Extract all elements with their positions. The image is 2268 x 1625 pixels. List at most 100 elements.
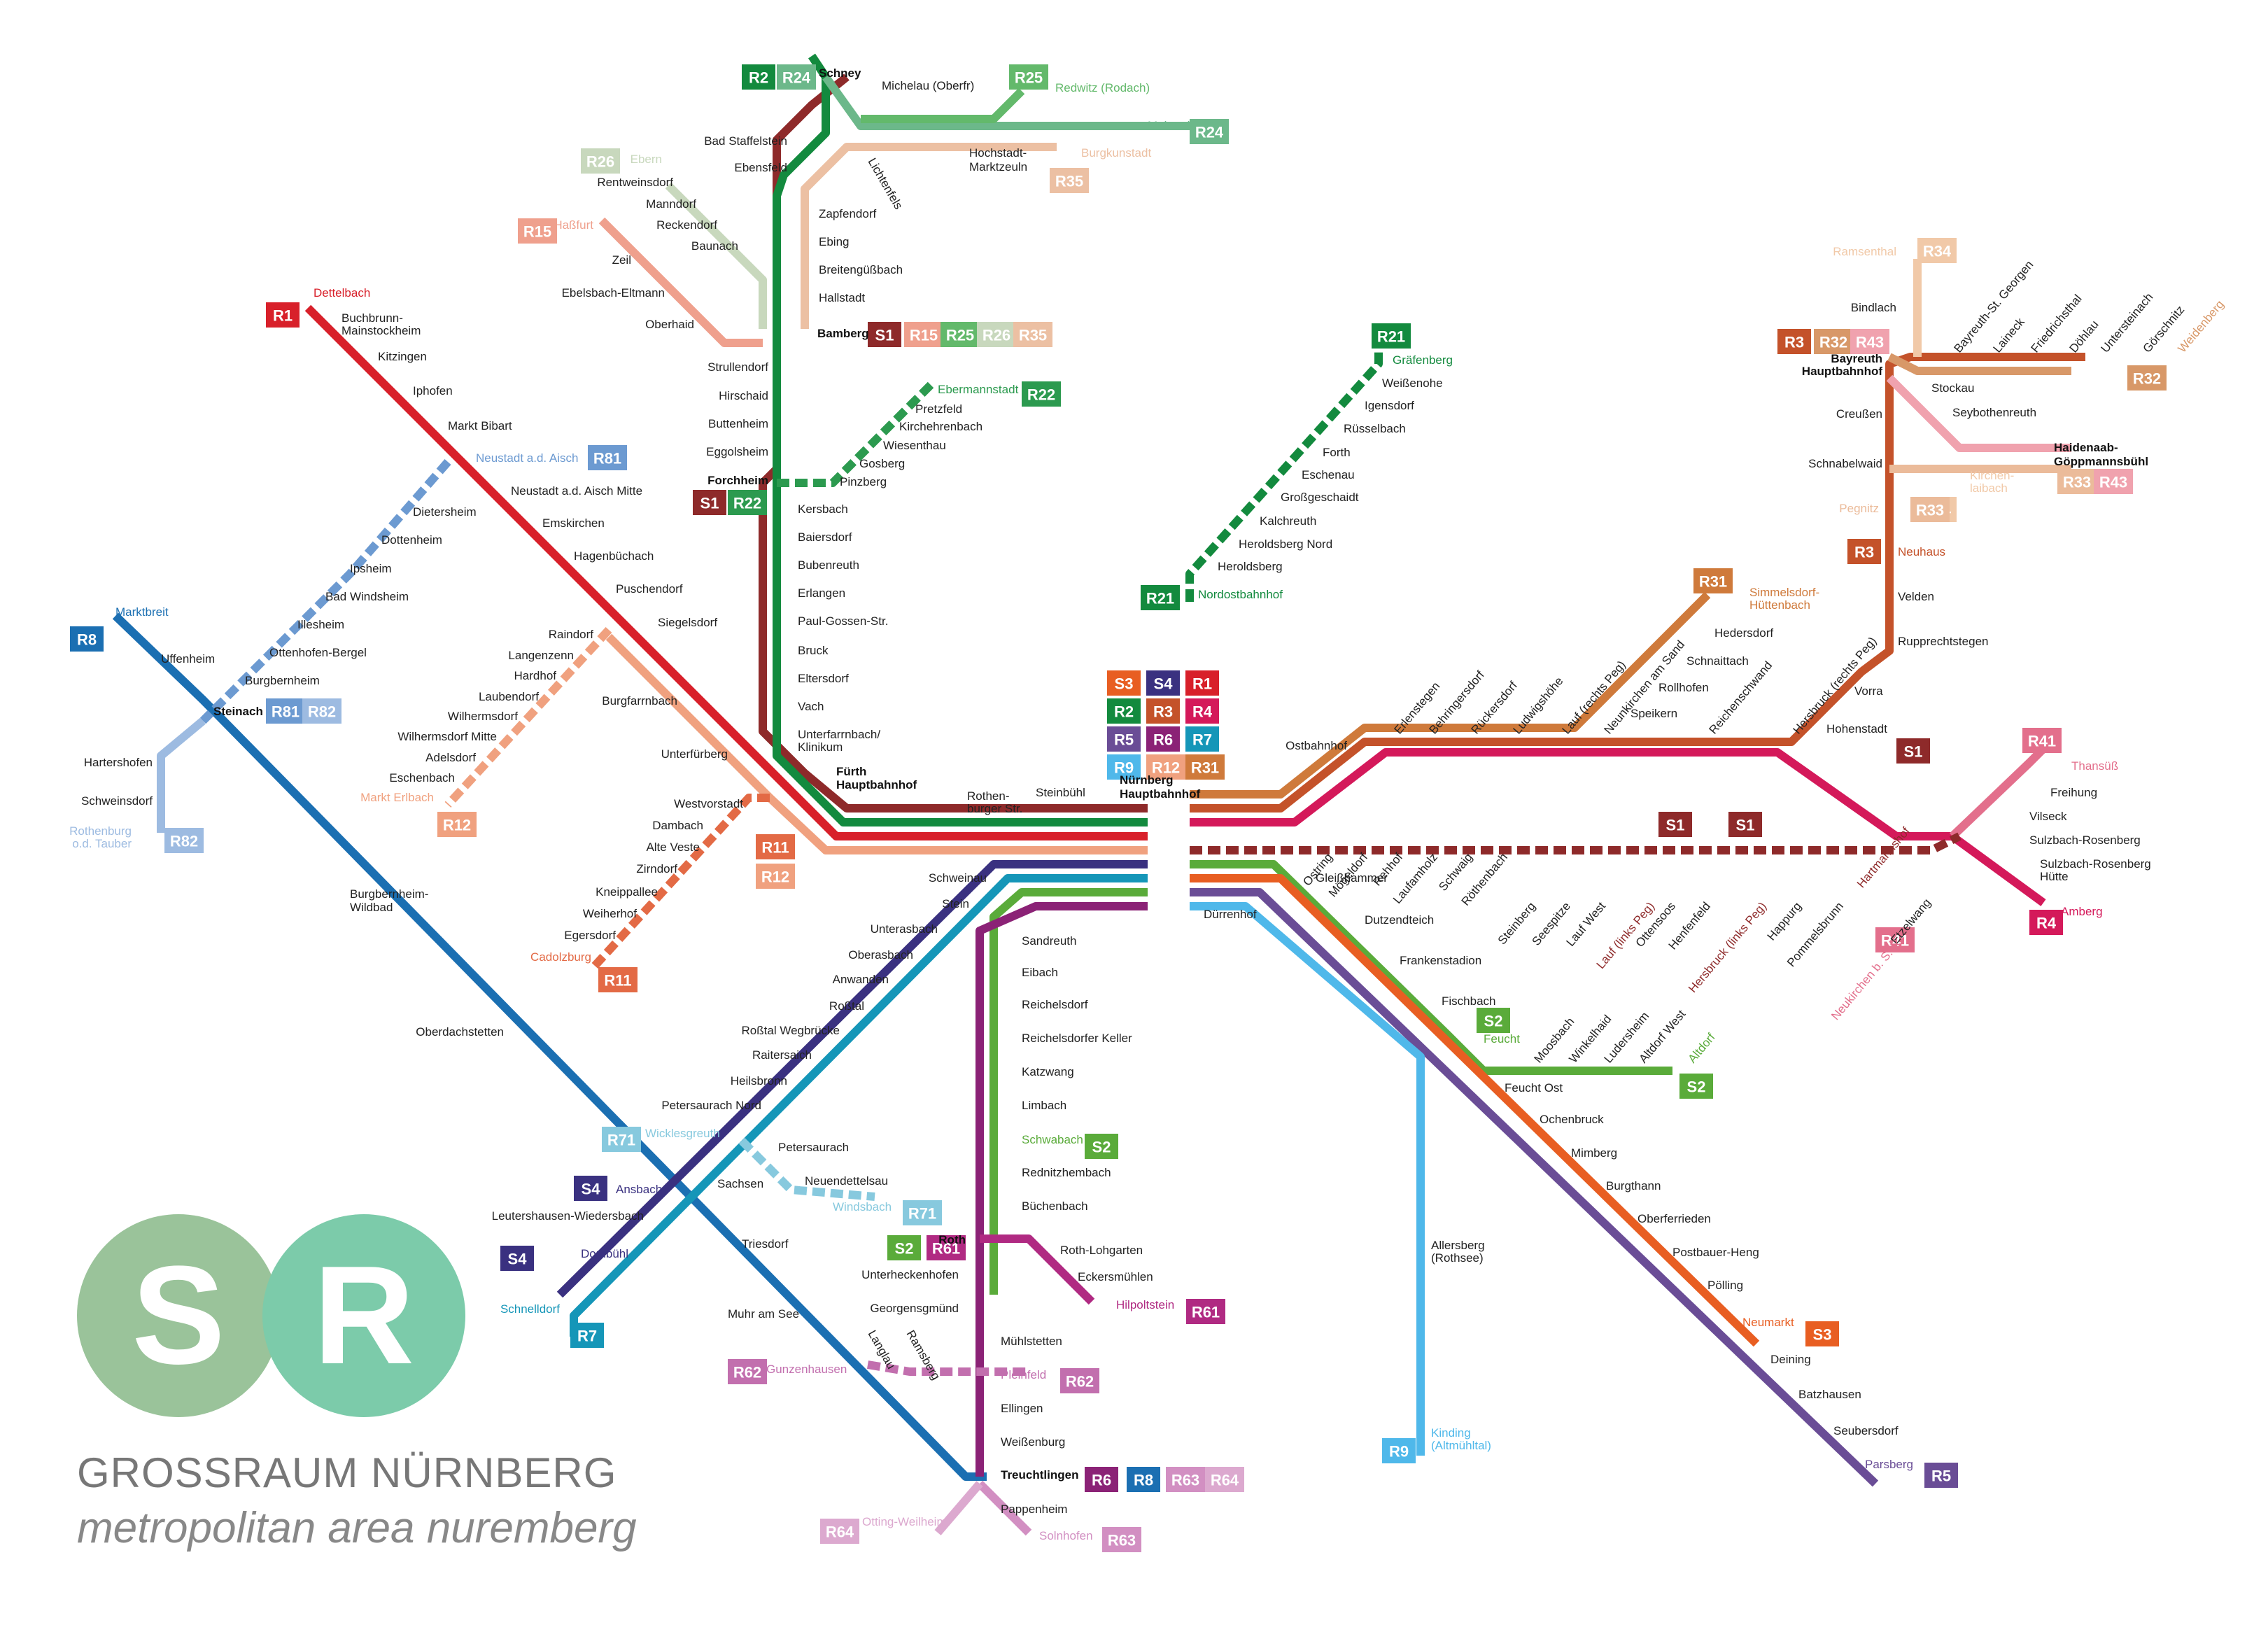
station-label: Wilhermsdorf	[448, 710, 518, 723]
station-label: Laubendorf	[479, 690, 539, 703]
station-label: Ochenbruck	[1540, 1113, 1604, 1126]
route-badge-r24-3: R24	[1190, 119, 1229, 144]
route-badge-r33-32: R33	[2057, 469, 2097, 494]
station-label: Klinikum	[798, 740, 843, 754]
route-badge-r3-36-bg	[1847, 539, 1881, 564]
route-badge-s2-50: S2	[887, 1235, 921, 1260]
map-title: GROSSRAUM NÜRNBERG	[77, 1449, 617, 1496]
route-badge-s4-63-bg	[574, 1176, 607, 1201]
route-badge-r82-21-bg	[302, 698, 341, 724]
route-badge-s2-45-bg	[1679, 1074, 1713, 1099]
station-label: Gräfenberg	[1393, 353, 1453, 367]
station-label: Weiherhof	[583, 907, 637, 920]
station-label: Roßtal Wegbrücke	[742, 1024, 840, 1037]
route-badge-r5-47-bg	[1924, 1463, 1958, 1488]
route-badge-r81-20-text: R81	[272, 703, 300, 721]
station-label: Oberasbach	[848, 948, 913, 962]
route-line-s1-east	[1190, 832, 1961, 854]
route-badge-r41-41: R41	[2022, 728, 2062, 753]
hub-badge-r9-bg	[1107, 754, 1141, 780]
station-label: Wildbad	[350, 901, 393, 914]
station-label: Hohenstadt	[1826, 722, 1887, 736]
route-badge-r25-2: R25	[1009, 64, 1048, 90]
route-line-r71	[738, 1137, 875, 1201]
station-label: Leutershausen-Wiedersbach	[492, 1209, 644, 1223]
station-label: Mimberg	[1571, 1146, 1617, 1160]
route-badge-r5-47-text: R5	[1931, 1468, 1951, 1485]
station-label: Heilsbronn	[731, 1074, 787, 1088]
station-label: Reichenschwand	[1707, 659, 1775, 736]
station-label: Hartershofen	[84, 756, 153, 769]
station-label: Breitengüßbach	[819, 263, 903, 276]
route-badge-r43-33-text: R43	[2099, 474, 2127, 491]
station-label: Igensdorf	[1365, 399, 1414, 412]
route-badge-r3-28-text: R3	[1784, 334, 1804, 351]
route-badge-r8-19-bg	[70, 626, 104, 652]
route-badge-r34-27: R34	[1917, 238, 1957, 263]
map-subtitle: metropolitan area nuremberg	[77, 1504, 637, 1552]
logo: S R	[77, 1214, 465, 1417]
route-badge-s3-46-text: S3	[1813, 1326, 1832, 1344]
route-line-r32	[1887, 353, 2071, 375]
route-badge-r24-3-text: R24	[1195, 124, 1224, 141]
route-badge-r6-55: R6	[1085, 1467, 1118, 1492]
station-label: Heroldsberg	[1218, 560, 1283, 573]
station-label: Kirchen-	[1970, 469, 2014, 482]
station-label: Bad Windsheim	[325, 590, 409, 603]
station-label: Burgfarrnbach	[602, 694, 677, 708]
route-badge-r12-25-text: R12	[761, 868, 789, 886]
station-label: Burgthann	[1606, 1179, 1661, 1193]
route-badge-s4-63: S4	[574, 1176, 607, 1201]
station-label: Vach	[798, 700, 824, 713]
route-badge-s4-64: S4	[500, 1246, 534, 1271]
route-line-r63	[976, 1480, 1032, 1536]
station-label: Redwitz (Rodach)	[1055, 81, 1150, 94]
station-label: Triesdorf	[742, 1237, 789, 1251]
route-badge-r26-11: R26	[977, 322, 1016, 347]
route-badge-r64-58-text: R64	[1211, 1472, 1239, 1489]
station-label: Burgbernheim-	[350, 887, 428, 901]
route-badge-r26-5-bg	[581, 148, 620, 174]
route-badge-r3-28: R3	[1777, 329, 1811, 354]
station-label: Hauptbahnhof	[1120, 787, 1201, 801]
station-label: Anwanden	[833, 973, 889, 986]
station-label: Hauptbahnhof	[836, 778, 917, 792]
route-badge-r3-28-bg	[1777, 329, 1811, 354]
route-badge-r35-4: R35	[1050, 168, 1089, 193]
route-badge-r5-47: R5	[1924, 1463, 1958, 1488]
route-line-r24	[822, 74, 1190, 130]
route-badge-r25-2-text: R25	[1015, 69, 1043, 87]
station-label: Großgeschaidt	[1281, 491, 1359, 504]
station-label: Wiesenthau	[883, 439, 946, 452]
station-label: Pegnitz	[1839, 502, 1879, 515]
station-label: Siegelsdorf	[658, 616, 717, 629]
station-label: Ebensfeld	[734, 161, 787, 174]
route-badge-r35-4-bg	[1050, 168, 1089, 193]
station-label: Kinding	[1431, 1426, 1471, 1440]
route-line-r61	[980, 1234, 1095, 1305]
station-label: Rollhofen	[1658, 681, 1709, 694]
station-label: Batzhausen	[1798, 1388, 1861, 1401]
station-label: Reckendorf	[656, 218, 717, 232]
route-badge-r9-48: R9	[1382, 1438, 1416, 1463]
station-label: Hauptbahnhof	[1802, 365, 1883, 378]
hub-badge-r6: R6	[1146, 726, 1180, 752]
route-badge-r2-0: R2	[742, 64, 775, 90]
station-label: Weißenburg	[1001, 1435, 1065, 1449]
route-badge-r43-33-bg	[2094, 469, 2133, 494]
station-label: Steinach	[213, 705, 263, 718]
station-label: Steinbühl	[1036, 786, 1085, 799]
route-badge-r61-52-bg	[1186, 1299, 1225, 1324]
route-badge-r26-11-bg	[977, 322, 1016, 347]
route-badge-r3-36: R3	[1847, 539, 1881, 564]
route-badge-r43-30-text: R43	[1856, 334, 1884, 351]
route-badge-r24-1-text: R24	[782, 69, 811, 87]
hub-badge-r6-bg	[1146, 726, 1180, 752]
route-badge-s1-8-text: S1	[875, 327, 894, 344]
route-badge-r8-19: R8	[70, 626, 104, 652]
station-label: Pinzberg	[840, 475, 887, 488]
station-label: Vorra	[1854, 684, 1883, 698]
station-label: Happurg	[1765, 899, 1804, 943]
station-label: Velden	[1898, 590, 1934, 603]
hub-badge-r1: R1	[1185, 670, 1219, 696]
